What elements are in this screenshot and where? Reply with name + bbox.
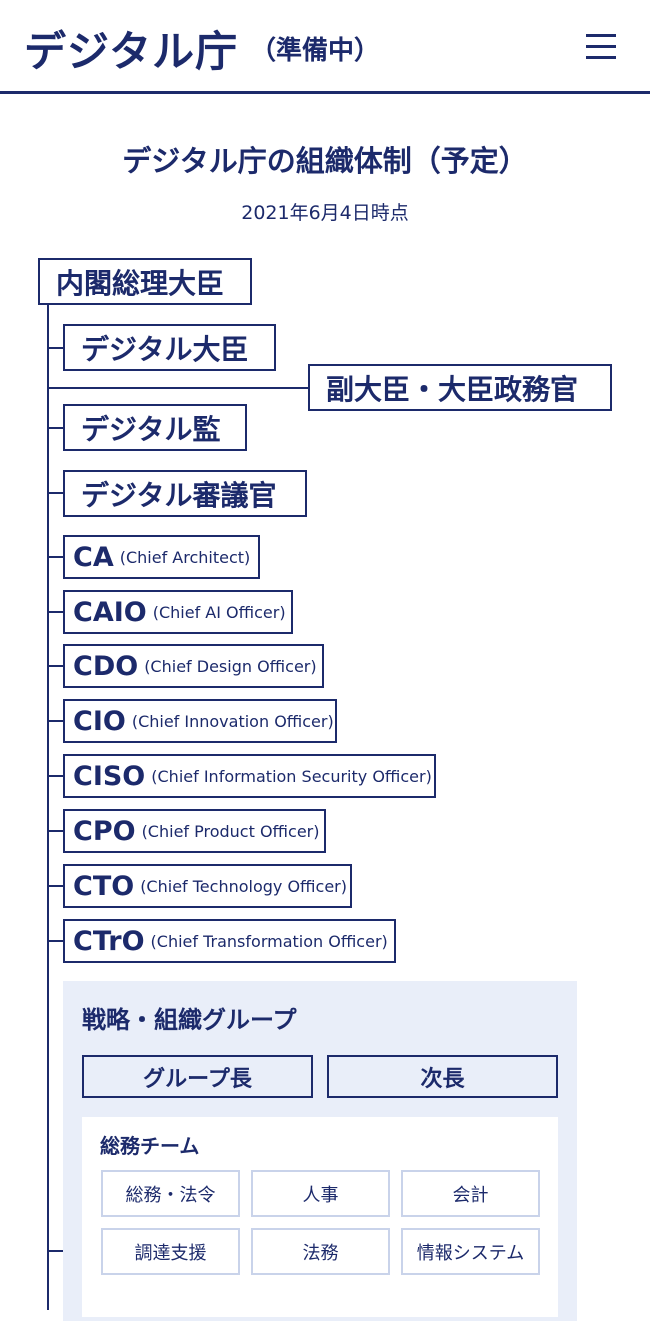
connector-vice-minister (47, 387, 309, 389)
connector-ctro (47, 940, 64, 942)
role-full-title: (Chief Transformation Officer) (150, 931, 388, 951)
org-trunk-line (47, 304, 49, 1310)
vice-minister-box: 副大臣・大臣政務官 (308, 364, 612, 411)
role-abbr: CAIO (73, 596, 147, 628)
role-abbr: CPO (73, 815, 136, 847)
role-full-title: (Chief Product Officer) (141, 821, 320, 841)
connector-caio (47, 611, 64, 613)
team-item-general-legal[interactable]: 総務・法令 (101, 1170, 240, 1217)
role-full-title: (Chief Technology Officer) (140, 876, 347, 896)
connector-ca (47, 556, 64, 558)
header-bar: デジタル庁 （準備中） (0, 0, 650, 94)
role-abbr: CISO (73, 760, 146, 792)
connector-digital-minister (47, 347, 64, 349)
role-full-title: (Chief Information Security Officer) (151, 766, 432, 786)
digital-minister-box: デジタル大臣 (63, 324, 276, 371)
role-abbr: CIO (73, 705, 126, 737)
connector-digital-councillor (47, 492, 64, 494)
digital-supervisor-label: デジタル監 (81, 412, 221, 446)
role-cto: CTO (Chief Technology Officer) (63, 864, 352, 908)
connector-cdo (47, 665, 64, 667)
prime-minister-box: 内閣総理大臣 (38, 258, 252, 305)
role-abbr: CDO (73, 650, 139, 682)
as-of-date: 2021年6月4日時点 (241, 202, 409, 224)
vice-minister-label: 副大臣・大臣政務官 (326, 372, 579, 406)
prime-minister-label: 内閣総理大臣 (56, 266, 225, 300)
role-full-title: (Chief AI Officer) (152, 602, 286, 622)
team-item-legal[interactable]: 法務 (251, 1228, 390, 1275)
team-title: 総務チーム (100, 1134, 200, 1158)
hamburger-menu-icon[interactable] (580, 30, 620, 64)
team-item-info-systems[interactable]: 情報システム (401, 1228, 540, 1275)
role-full-title: (Chief Innovation Officer) (131, 711, 334, 731)
role-cpo: CPO (Chief Product Officer) (63, 809, 326, 853)
deputy-director-box[interactable]: 次長 (327, 1055, 558, 1098)
connector-group (47, 1250, 64, 1252)
role-cdo: CDO (Chief Design Officer) (63, 644, 324, 688)
site-logo-sub: （準備中） (250, 36, 381, 66)
team-item-accounting[interactable]: 会計 (401, 1170, 540, 1217)
connector-cpo (47, 830, 64, 832)
role-caio: CAIO (Chief AI Officer) (63, 590, 293, 634)
site-logo[interactable]: デジタル庁 (24, 27, 239, 76)
role-abbr: CTO (73, 870, 135, 902)
digital-councillor-box: デジタル審議官 (63, 470, 307, 517)
role-abbr: CA (73, 541, 114, 573)
role-ca: CA (Chief Architect) (63, 535, 260, 579)
connector-digital-supervisor (47, 427, 64, 429)
page-title: デジタル庁の組織体制（予定） (122, 144, 528, 178)
role-full-title: (Chief Architect) (119, 547, 251, 567)
connector-cio (47, 720, 64, 722)
team-item-procurement[interactable]: 調達支援 (101, 1228, 240, 1275)
role-ctro: CTrO (Chief Transformation Officer) (63, 919, 396, 963)
group-leader-box[interactable]: グループ長 (82, 1055, 313, 1098)
role-ciso: CISO (Chief Information Security Officer… (63, 754, 436, 798)
role-full-title: (Chief Design Officer) (144, 656, 317, 676)
role-abbr: CTrO (73, 925, 145, 957)
digital-councillor-label: デジタル審議官 (81, 478, 277, 512)
connector-ciso (47, 775, 64, 777)
digital-minister-label: デジタル大臣 (81, 332, 249, 366)
group-title: 戦略・組織グループ (82, 1006, 297, 1034)
team-item-hr[interactable]: 人事 (251, 1170, 390, 1217)
general-affairs-team-panel (82, 1117, 558, 1317)
connector-cto (47, 885, 64, 887)
role-cio: CIO (Chief Innovation Officer) (63, 699, 337, 743)
digital-supervisor-box: デジタル監 (63, 404, 247, 451)
